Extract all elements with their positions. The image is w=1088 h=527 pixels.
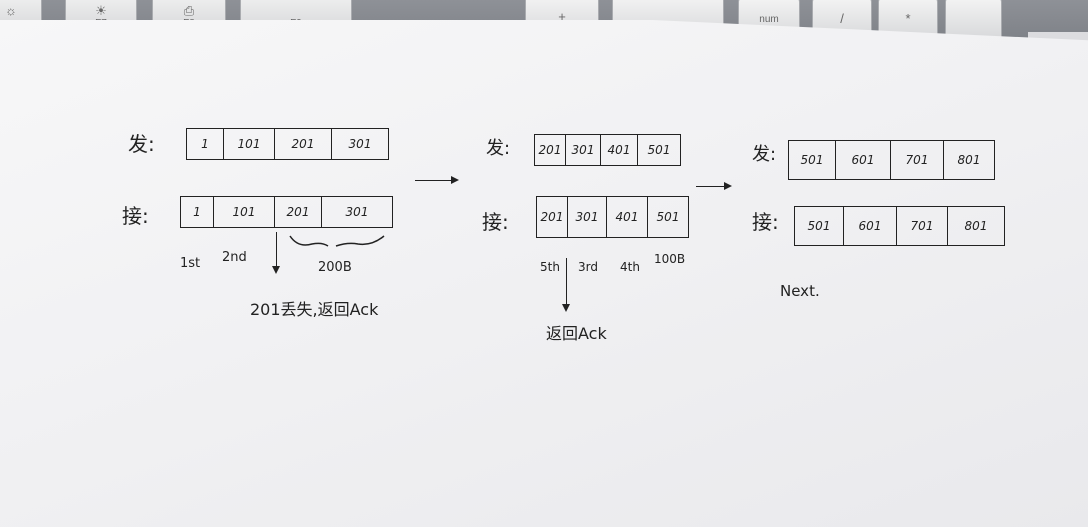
stage2-recv-row: 201 301 401 501 xyxy=(536,196,689,238)
stage3-recv-label: 接: xyxy=(752,210,779,234)
annotation: 200B xyxy=(318,260,352,275)
annotation: 4th xyxy=(620,260,640,274)
segment-cell: 301 xyxy=(566,135,601,165)
annotation: 100B xyxy=(654,252,686,266)
segment-cell: 201 xyxy=(535,135,566,165)
segment-cell: 401 xyxy=(607,197,648,237)
stage1-send-row: 1 101 201 301 xyxy=(186,128,389,160)
annotation: 5th xyxy=(540,260,560,274)
right-arrow xyxy=(696,182,732,190)
stage1-send-label: 发: xyxy=(128,132,155,156)
segment-cell: 501 xyxy=(789,141,836,179)
stage2-send-label: 发: xyxy=(486,138,511,159)
stage3-send-label: 发: xyxy=(752,144,777,165)
down-arrow xyxy=(562,258,570,312)
stage2-send-row: 201 301 401 501 xyxy=(534,134,681,166)
segment-cell: 801 xyxy=(957,153,981,167)
stage3-send-row: 501 601 701 801 xyxy=(788,140,995,180)
segment-cell: 301 xyxy=(348,137,372,151)
down-arrow xyxy=(272,232,280,274)
segment-cell: 501 xyxy=(656,210,680,224)
segment-cell: 201 xyxy=(275,129,332,159)
sun-icon: ☀ xyxy=(95,3,107,18)
segment-cell: 301 xyxy=(568,197,607,237)
segment-cell: 101 xyxy=(214,197,275,227)
segment-cell: 1 xyxy=(187,129,224,159)
right-arrow xyxy=(415,176,459,184)
annotation: 1st xyxy=(180,256,201,271)
stage1-recv-label: 接: xyxy=(122,204,149,228)
segment-cell: 701 xyxy=(891,141,944,179)
paper-sheet: 发: 1 101 201 301 接: 1 101 201 301 1st 2n… xyxy=(0,20,1088,527)
segment-cell: 1 xyxy=(181,197,214,227)
stage3-note: Next. xyxy=(780,282,820,300)
segment-cell: 301 xyxy=(345,205,369,219)
annotation: 3rd xyxy=(578,260,598,274)
segment-cell: 201 xyxy=(275,197,322,227)
stage3-recv-row: 501 601 701 801 xyxy=(794,206,1005,246)
segment-cell: 601 xyxy=(836,141,891,179)
stage1-recv-row: 1 101 201 301 xyxy=(180,196,393,228)
annotation: 2nd xyxy=(222,250,247,265)
segment-cell: 601 xyxy=(844,207,897,245)
segment-cell: 801 xyxy=(964,219,988,233)
sun-icon: ☼ xyxy=(5,3,17,18)
print-icon: ⎙ xyxy=(183,3,195,18)
stage1-note: 201丢失,返回Ack xyxy=(250,300,379,319)
segment-cell: 101 xyxy=(224,129,275,159)
segment-cell: 501 xyxy=(795,207,844,245)
segment-cell: 401 xyxy=(601,135,638,165)
stage2-recv-label: 接: xyxy=(482,210,509,234)
segment-cell: 201 xyxy=(537,197,568,237)
segment-cell: 501 xyxy=(647,143,671,157)
segment-cell: 701 xyxy=(897,207,948,245)
stage2-note: 返回Ack xyxy=(546,324,607,343)
brace-mark xyxy=(289,235,385,247)
